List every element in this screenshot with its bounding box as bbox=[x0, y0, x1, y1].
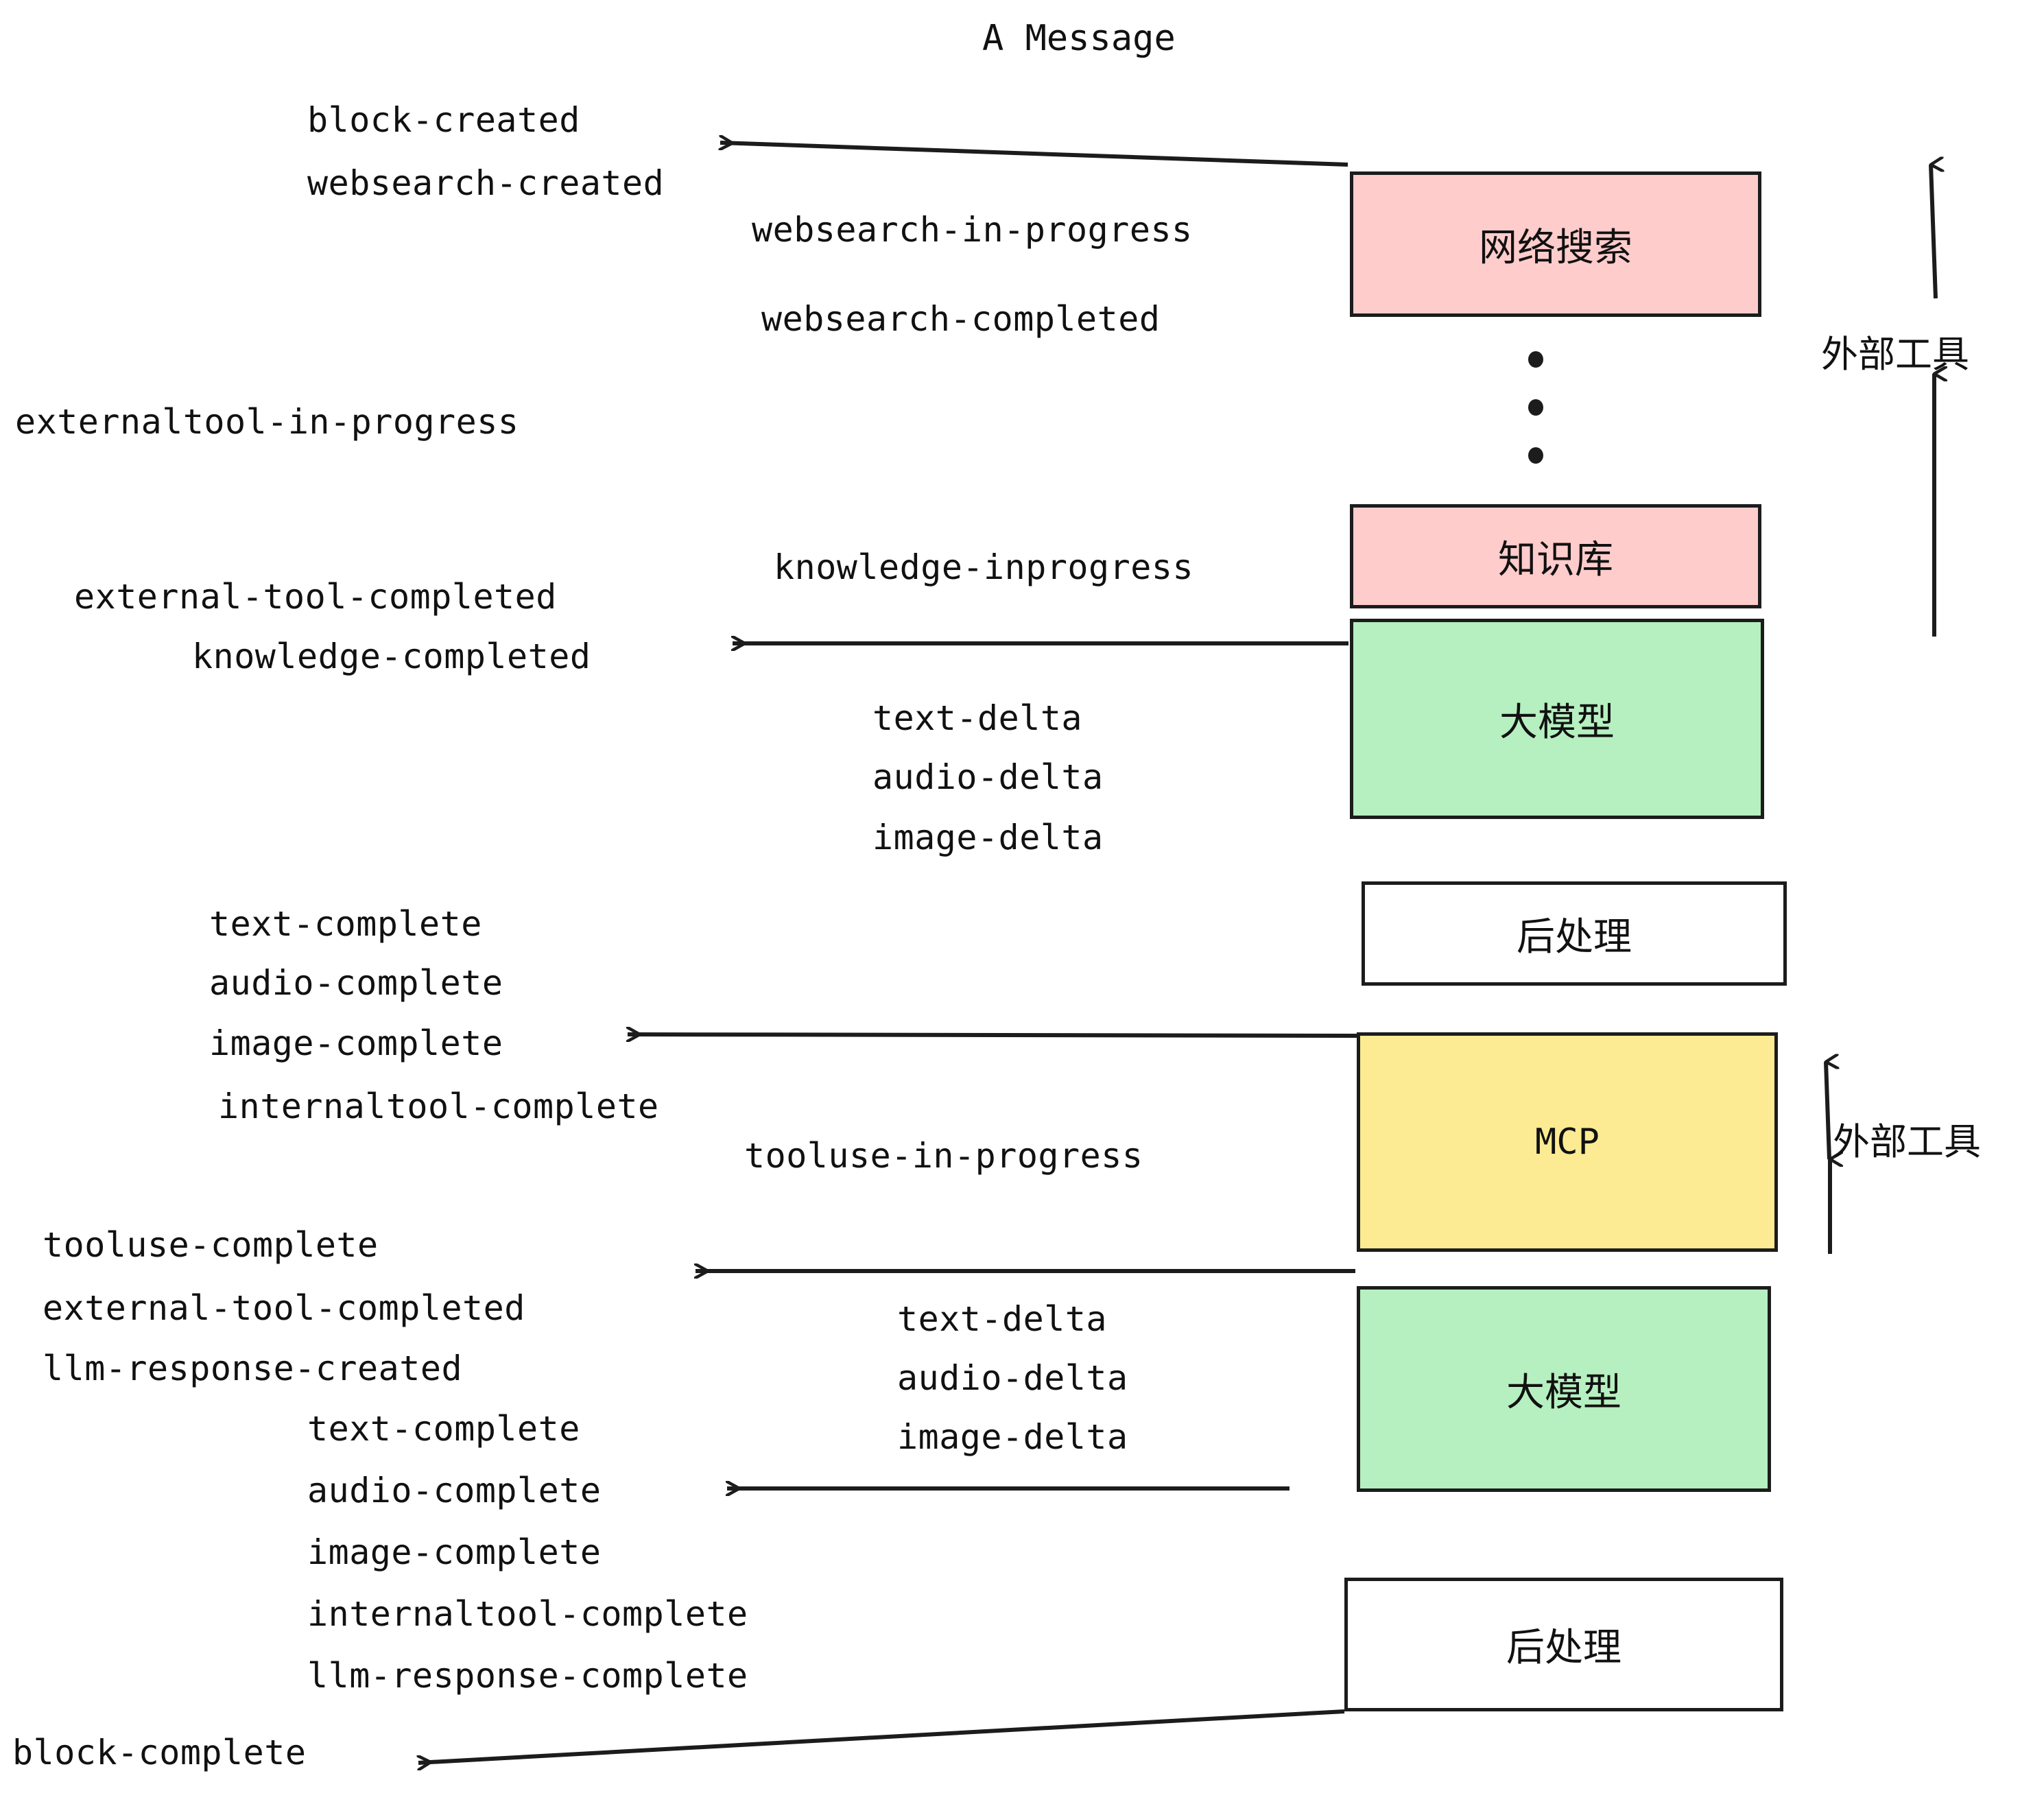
node-mcp-label: MCP bbox=[1535, 1121, 1600, 1163]
node-llm-2-label: 大模型 bbox=[1506, 1370, 1621, 1415]
event-audio-complete-2: audio-complete bbox=[307, 1471, 602, 1510]
event-external-tool-completed-1: external-tool-completed bbox=[74, 577, 557, 617]
ellipsis-dot bbox=[1528, 447, 1543, 464]
event-audio-delta-1: audio-delta bbox=[872, 757, 1104, 797]
event-image-delta-1: image-delta bbox=[872, 818, 1104, 857]
event-image-complete-2: image-complete bbox=[307, 1532, 602, 1572]
node-knowledge[interactable]: 知识库 bbox=[1350, 504, 1761, 608]
event-externaltool-in-progress: externaltool-in-progress bbox=[15, 402, 519, 442]
event-block-created: block-created bbox=[307, 100, 580, 140]
event-websearch-completed: websearch-completed bbox=[761, 299, 1161, 339]
event-image-complete-1: image-complete bbox=[209, 1023, 503, 1063]
node-postprocess-2-label: 后处理 bbox=[1506, 1626, 1621, 1670]
node-llm-1[interactable]: 大模型 bbox=[1350, 619, 1764, 819]
event-knowledge-completed: knowledge-completed bbox=[192, 637, 591, 676]
event-websearch-created: websearch-created bbox=[307, 163, 665, 203]
node-postprocess-2[interactable]: 后处理 bbox=[1344, 1578, 1783, 1711]
node-websearch-label: 网络搜索 bbox=[1479, 225, 1632, 270]
event-websearch-in-progress: websearch-in-progress bbox=[752, 210, 1193, 250]
event-text-delta-1: text-delta bbox=[872, 698, 1083, 738]
page-title: A Message bbox=[982, 18, 1176, 59]
event-internaltool-complete-2: internaltool-complete bbox=[307, 1594, 748, 1634]
node-websearch[interactable]: 网络搜索 bbox=[1350, 171, 1761, 317]
event-text-complete-1: text-complete bbox=[209, 904, 482, 944]
external-tools-top-bracket bbox=[1929, 165, 1936, 637]
arrow-postproc2-to-events bbox=[418, 1709, 1345, 1763]
event-llm-response-created: llm-response-created bbox=[43, 1349, 463, 1388]
event-block-complete: block-complete bbox=[12, 1733, 307, 1772]
node-llm-1-label: 大模型 bbox=[1499, 700, 1615, 745]
group-label-external-tools-bottom: 外部工具 bbox=[1833, 1124, 1981, 1161]
group-label-text: 外部工具 bbox=[1821, 333, 1969, 376]
arrow-postproc1-to-events bbox=[628, 1034, 1357, 1036]
event-image-delta-2: image-delta bbox=[897, 1417, 1128, 1457]
event-audio-delta-2: audio-delta bbox=[897, 1358, 1128, 1398]
event-text-complete-2: text-complete bbox=[307, 1409, 580, 1449]
event-text-delta-2: text-delta bbox=[897, 1299, 1108, 1339]
node-mcp[interactable]: MCP bbox=[1357, 1032, 1778, 1252]
arrow-websearch-to-events bbox=[720, 143, 1348, 167]
event-audio-complete-1: audio-complete bbox=[209, 963, 503, 1003]
ellipsis-dot bbox=[1528, 399, 1543, 416]
event-tooluse-complete: tooluse-complete bbox=[43, 1225, 379, 1265]
event-llm-response-complete: llm-response-complete bbox=[307, 1656, 748, 1696]
node-postprocess-1-label: 后处理 bbox=[1517, 914, 1632, 960]
event-external-tool-completed-2: external-tool-completed bbox=[43, 1288, 525, 1328]
external-tools-bottom-bracket bbox=[1824, 1062, 1830, 1254]
event-tooluse-in-progress: tooluse-in-progress bbox=[744, 1136, 1143, 1176]
node-knowledge-label: 知识库 bbox=[1498, 537, 1613, 582]
event-knowledge-inprogress: knowledge-inprogress bbox=[774, 547, 1194, 587]
group-label-external-tools-top: 外部工具 bbox=[1821, 336, 1969, 373]
ellipsis-dot bbox=[1528, 351, 1543, 368]
event-internaltool-complete-1: internaltool-complete bbox=[218, 1087, 659, 1126]
node-llm-2[interactable]: 大模型 bbox=[1357, 1286, 1771, 1492]
group-label-text: 外部工具 bbox=[1833, 1120, 1981, 1163]
node-postprocess-1[interactable]: 后处理 bbox=[1362, 881, 1787, 986]
